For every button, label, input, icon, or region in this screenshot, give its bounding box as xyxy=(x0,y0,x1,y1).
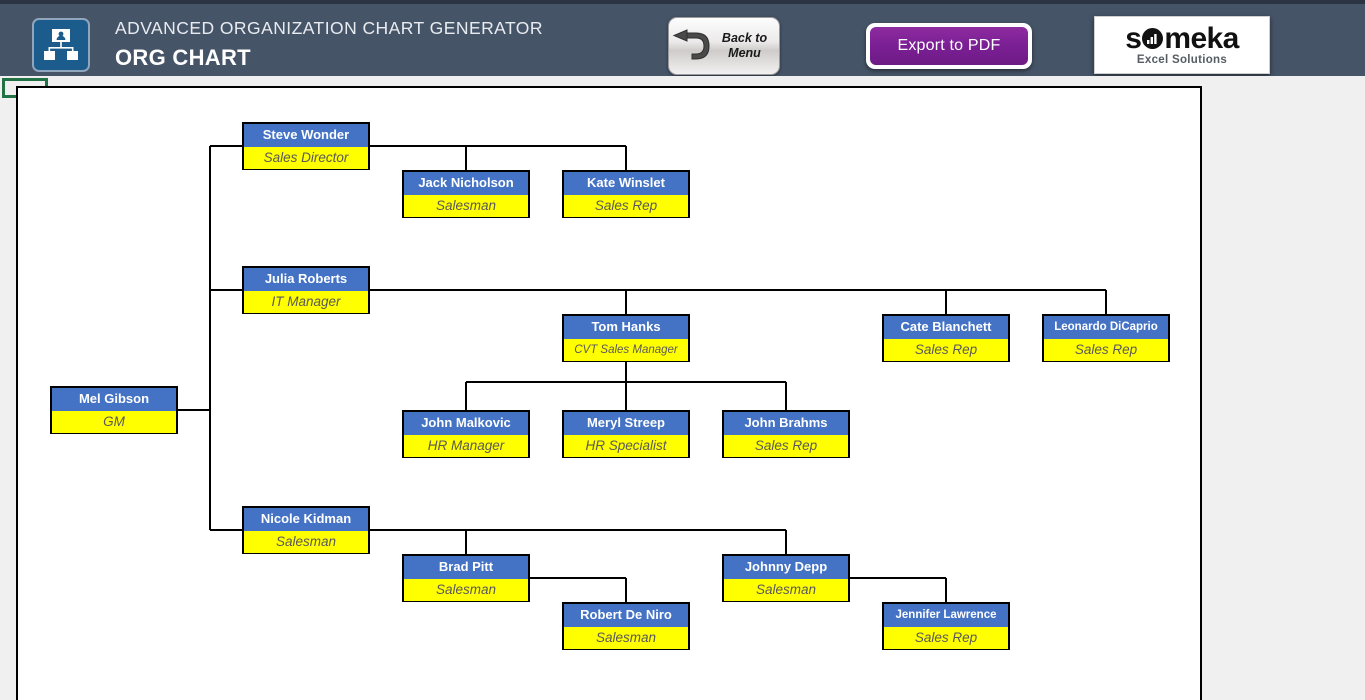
org-node-name: Brad Pitt xyxy=(404,556,528,579)
org-node-name: Robert De Niro xyxy=(564,604,688,627)
org-node-name: Julia Roberts xyxy=(244,268,368,291)
org-node-name: John Brahms xyxy=(724,412,848,435)
someka-tagline: Excel Solutions xyxy=(1136,53,1228,66)
org-node-title: GM xyxy=(52,411,176,433)
org-node-title: Sales Rep xyxy=(1044,339,1168,361)
org-chart-connectors xyxy=(178,145,1107,602)
export-to-pdf-inner: Export to PDF xyxy=(870,27,1028,65)
org-node-title: Sales Director xyxy=(244,147,368,169)
title-block: ADVANCED ORGANIZATION CHART GENERATOR OR… xyxy=(115,16,543,73)
org-node-title: Salesman xyxy=(244,531,368,553)
org-node-name: Nicole Kidman xyxy=(244,508,368,531)
org-node-name: Johnny Depp xyxy=(724,556,848,579)
org-node-title: IT Manager xyxy=(244,291,368,313)
org-node-title: Sales Rep xyxy=(884,339,1008,361)
app-header: ADVANCED ORGANIZATION CHART GENERATOR OR… xyxy=(0,0,1365,76)
org-node-title: Sales Rep xyxy=(884,627,1008,649)
back-to-menu-line2: Menu xyxy=(728,46,761,60)
org-chart-glyph xyxy=(44,29,78,60)
org-node-name: Mel Gibson xyxy=(52,388,176,411)
org-node-title: HR Manager xyxy=(404,435,528,457)
org-node-name: Jack Nicholson xyxy=(404,172,528,195)
org-node-name: Steve Wonder xyxy=(244,124,368,147)
org-node-name: John Malkovic xyxy=(404,412,528,435)
org-node-title: CVT Sales Manager xyxy=(564,339,688,361)
org-node-title: Salesman xyxy=(724,579,848,601)
org-node-name: Leonardo DiCaprio xyxy=(1044,316,1168,339)
org-node-title: Sales Rep xyxy=(564,195,688,217)
app-subtitle: ADVANCED ORGANIZATION CHART GENERATOR xyxy=(115,18,543,38)
someka-logo: s meka Excel Solutions xyxy=(1094,16,1270,74)
org-node-name: Jennifer Lawrence xyxy=(884,604,1008,627)
org-node-title: Salesman xyxy=(564,627,688,649)
org-node-title: HR Specialist xyxy=(564,435,688,457)
export-to-pdf-label: Export to PDF xyxy=(897,37,1001,54)
page-title: ORG CHART xyxy=(115,45,251,70)
back-to-menu-button[interactable]: Back to Menu xyxy=(668,17,780,75)
someka-wordmark-after: meka xyxy=(1164,21,1239,55)
org-node-title: Salesman xyxy=(404,195,528,217)
someka-wordmark-before: s xyxy=(1125,21,1142,55)
back-arrow-icon xyxy=(669,29,713,63)
org-node-name: Kate Winslet xyxy=(564,172,688,195)
back-to-menu-line1: Back to xyxy=(721,31,768,45)
org-node-title: Salesman xyxy=(404,579,528,601)
someka-bar-chart-icon xyxy=(1142,28,1164,49)
org-node-title: Sales Rep xyxy=(724,435,848,457)
org-node-name: Cate Blanchett xyxy=(884,316,1008,339)
org-node-name: Meryl Streep xyxy=(564,412,688,435)
org-node-name: Tom Hanks xyxy=(564,316,688,339)
someka-wordmark: s meka xyxy=(1125,21,1239,55)
back-to-menu-label: Back to Menu xyxy=(713,31,779,61)
org-chart-app-icon xyxy=(32,18,90,72)
export-to-pdf-button[interactable]: Export to PDF xyxy=(866,23,1032,69)
